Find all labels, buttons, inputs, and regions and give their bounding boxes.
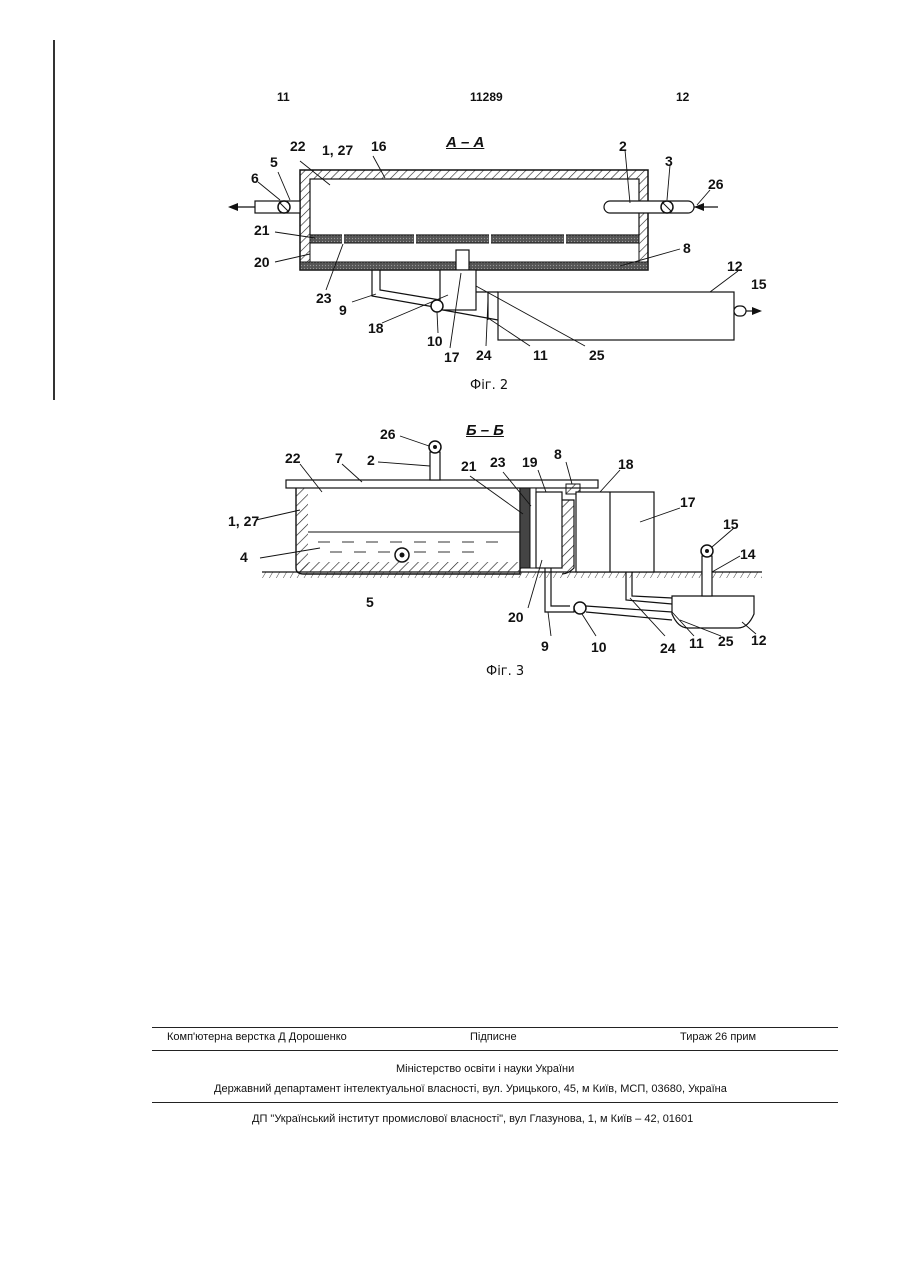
fig3-label-8: 8	[554, 446, 562, 462]
footer-rule-bottom	[152, 1102, 838, 1103]
fig3-label-24: 24	[660, 640, 676, 656]
fig3-label-25: 25	[718, 633, 734, 649]
fig3-label-12: 12	[751, 632, 767, 648]
footer-department: Державний департамент інтелектуальної вл…	[214, 1083, 727, 1095]
fig3-label-14: 14	[740, 546, 756, 562]
fig3-section-title: Б – Б	[466, 422, 504, 439]
fig3-label-26: 26	[380, 426, 396, 442]
footer-rule-top	[152, 1027, 838, 1028]
fig3-label-4: 4	[240, 549, 248, 565]
fig3-label-18: 18	[618, 456, 634, 472]
fig3-caption: Фіг. 3	[486, 664, 524, 679]
fig3-label-21: 21	[461, 458, 477, 474]
fig3-label-5: 5	[366, 594, 374, 610]
fig3-label-11: 11	[689, 635, 704, 651]
fig3-label-22: 22	[285, 450, 301, 466]
fig3-label-15: 15	[723, 516, 739, 532]
fig3-label-19: 19	[522, 454, 538, 470]
footer-layout-credit: Комп'ютерна верстка Д Дорошенко	[167, 1031, 347, 1043]
fig3-label-23: 23	[490, 454, 506, 470]
footer-ministry: Міністерство освіти і науки України	[396, 1063, 574, 1075]
fig3-label-10: 10	[591, 639, 607, 655]
footer-print-run: Тираж 26 прим	[680, 1031, 756, 1043]
footer-institute: ДП "Український інститут промислової вла…	[252, 1113, 693, 1125]
footer-signed: Підписне	[470, 1031, 517, 1043]
fig3-label-1-27: 1, 27	[228, 513, 259, 529]
fig3-label-2: 2	[367, 452, 375, 468]
fig3-label-17: 17	[680, 494, 696, 510]
fig3-label-9: 9	[541, 638, 549, 654]
fig3-label-7: 7	[335, 450, 343, 466]
footer-rule-middle	[152, 1050, 838, 1051]
fig3-label-20: 20	[508, 609, 524, 625]
